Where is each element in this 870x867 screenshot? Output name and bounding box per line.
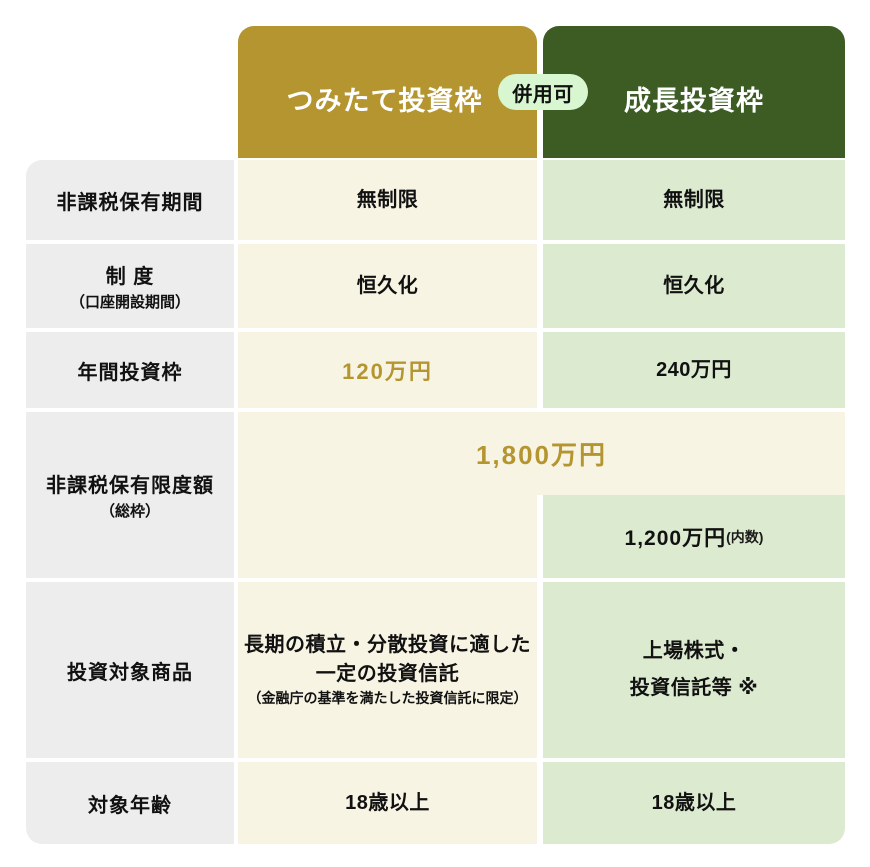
header-seicho: 成長投資枠 bbox=[543, 26, 845, 158]
row-label-total-limit: 非課税保有限度額 （総枠） bbox=[26, 412, 234, 578]
row-label-text: 非課税保有限度額 bbox=[46, 475, 214, 497]
row-label-holding-period: 非課税保有期間 bbox=[26, 160, 234, 240]
cell-value: 240万円 bbox=[656, 358, 732, 381]
header-seicho-label: 成長投資枠 bbox=[624, 85, 764, 116]
cell-tsumitate-holding-period: 無制限 bbox=[238, 160, 537, 240]
row-label-text: 制 度 bbox=[105, 266, 155, 288]
cell-value-note: （金融庁の基準を満たした投資信託に限定） bbox=[247, 690, 528, 707]
cell-value: 120万円 bbox=[342, 359, 433, 384]
row-label-system-period: 制 度 （口座開設期間） bbox=[26, 244, 234, 328]
cell-tsumitate-total-limit-filler bbox=[238, 495, 537, 578]
combined-use-badge-label: 併用可 bbox=[512, 83, 574, 106]
cell-tsumitate-annual-limit: 120万円 bbox=[238, 332, 537, 408]
cell-value: 恒久化 bbox=[663, 274, 725, 297]
cell-seicho-eligible-age: 18歳以上 bbox=[543, 762, 845, 844]
row-label-eligible-products: 投資対象商品 bbox=[26, 582, 234, 758]
row-label-text: 投資対象商品 bbox=[67, 661, 193, 684]
header-tsumitate: つみたて投資枠 bbox=[238, 26, 537, 158]
cell-value-line2: 投資信託等 ※ bbox=[629, 677, 759, 699]
cell-seicho-annual-limit: 240万円 bbox=[543, 332, 845, 408]
cell-tsumitate-system-period: 恒久化 bbox=[238, 244, 537, 328]
row-label-annual-limit: 年間投資枠 bbox=[26, 332, 234, 408]
row-label-text: 非課税保有期間 bbox=[56, 191, 204, 214]
cell-value: 無制限 bbox=[663, 188, 725, 211]
cell-value: 18歳以上 bbox=[651, 791, 737, 814]
cell-value-line1: 上場株式・ bbox=[642, 640, 746, 662]
cell-merged-total-limit: 1,800万円 bbox=[238, 412, 845, 495]
cell-seicho-holding-period: 無制限 bbox=[543, 160, 845, 240]
cell-value-line2: 一定の投資信託 bbox=[315, 663, 460, 686]
cell-value: 1,800万円 bbox=[475, 440, 608, 470]
cell-value-note: (内数) bbox=[726, 528, 764, 545]
cell-tsumitate-eligible-products: 長期の積立・分散投資に適した 一定の投資信託 （金融庁の基準を満たした投資信託に… bbox=[238, 582, 537, 758]
header-tsumitate-label: つみたて投資枠 bbox=[286, 85, 483, 116]
cell-seicho-inner-limit: 1,200万円(内数) bbox=[543, 495, 845, 578]
row-label-subtext: （口座開設期間） bbox=[69, 294, 190, 311]
cell-value: 無制限 bbox=[356, 188, 419, 211]
row-label-subtext: （総枠） bbox=[99, 503, 160, 520]
row-label-text: 年間投資枠 bbox=[77, 361, 183, 384]
row-label-text: 対象年齢 bbox=[88, 794, 172, 817]
cell-value: 18歳以上 bbox=[345, 791, 430, 814]
cell-seicho-eligible-products: 上場株式・ 投資信託等 ※ bbox=[543, 582, 845, 758]
cell-value: 恒久化 bbox=[356, 274, 419, 297]
combined-use-badge: 併用可 bbox=[498, 74, 588, 110]
row-label-eligible-age: 対象年齢 bbox=[26, 762, 234, 844]
cell-value-line1: 長期の積立・分散投資に適した bbox=[244, 634, 531, 657]
cell-value: 1,200万円 bbox=[624, 526, 727, 550]
cell-seicho-system-period: 恒久化 bbox=[543, 244, 845, 328]
cell-tsumitate-eligible-age: 18歳以上 bbox=[238, 762, 537, 844]
